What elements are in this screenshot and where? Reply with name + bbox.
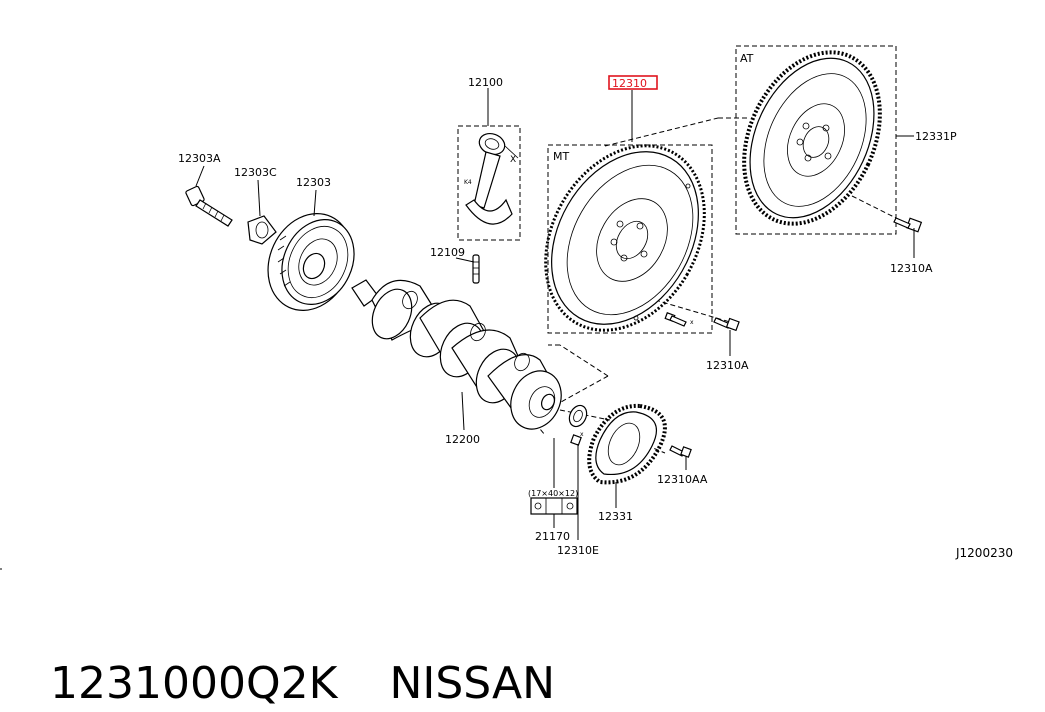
pulley-bolt — [185, 185, 233, 227]
mt-frame: MT — [547, 144, 713, 334]
label-12331: 12331 — [598, 510, 633, 523]
rod-marker: K4 — [464, 179, 472, 186]
pilot-bearing — [568, 404, 588, 428]
label-21170: 21170 — [535, 530, 570, 543]
washer — [247, 215, 277, 245]
highlight-box — [608, 75, 658, 90]
brand-name: NISSAN — [389, 658, 556, 709]
label-12331P: 12331P — [915, 130, 957, 143]
leader-lines — [195, 88, 915, 540]
mt-flywheel — [544, 144, 706, 332]
caption: 1231000Q2K NISSAN — [22, 600, 555, 712]
label-12310A-mid: 12310A — [706, 359, 749, 372]
label-12109: 12109 — [430, 246, 465, 259]
connecting-rod: X K4 — [457, 125, 521, 241]
svg-text:x: x — [690, 319, 694, 326]
label-12100: 12100 — [468, 76, 503, 89]
crank-pulley — [267, 213, 355, 311]
crankshaft — [351, 279, 562, 430]
parts-diagram: MT AT X K4 — [0, 45, 1013, 570]
dowel-pin: x — [570, 431, 584, 446]
at-label: AT — [740, 52, 754, 65]
label-12310E: 12310E — [557, 544, 599, 557]
label-12310A-right: 12310A — [890, 262, 933, 275]
rod-angle-mark: X — [510, 155, 516, 165]
mt-label: MT — [553, 150, 569, 163]
diagram-code: J1200230 — [955, 546, 1013, 560]
label-12200: 12200 — [445, 433, 480, 446]
at-frame: AT — [735, 45, 897, 235]
rod-bolt — [472, 254, 480, 284]
svg-text:x: x — [580, 431, 584, 438]
plate-bolt — [669, 445, 692, 458]
at-drive-plate — [742, 50, 882, 226]
label-12303A: 12303A — [178, 152, 221, 165]
label-12310-highlighted[interactable]: 12310 — [612, 77, 647, 90]
label-12303: 12303 — [296, 176, 331, 189]
label-12310AA: 12310AA — [657, 473, 708, 486]
label-12303C: 12303C — [234, 166, 277, 179]
part-labels: 12100 12310 12303A 12303C 12303 12109 12… — [178, 75, 1013, 560]
mt-flywheel-bolts: x — [664, 312, 740, 332]
bearing-dimensions: (17×40×12) — [528, 489, 578, 498]
part-number: 1231000Q2K — [49, 658, 338, 709]
signal-plate — [587, 403, 667, 485]
bearing-dimensions-box: (17×40×12) — [528, 489, 578, 515]
at-bolt — [893, 217, 923, 233]
